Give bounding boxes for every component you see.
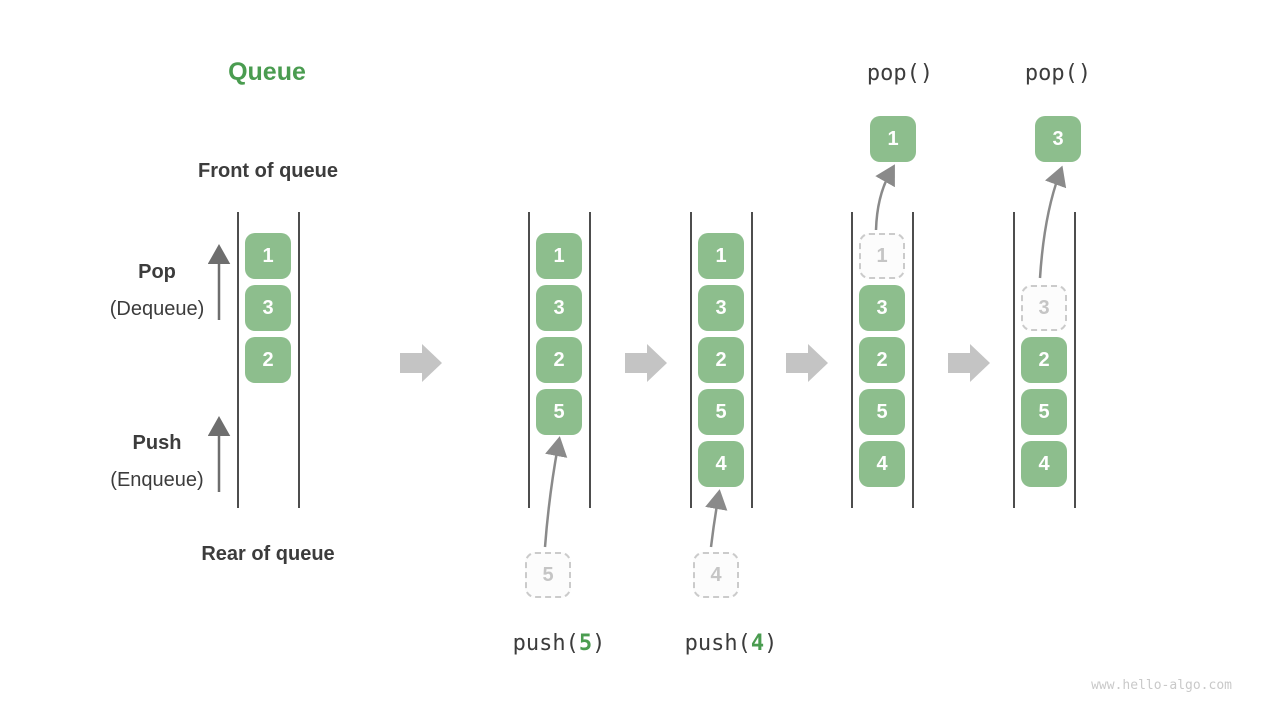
queue-item-removed: 1 [859,233,905,279]
queue-item: 2 [859,337,905,383]
push-call-label: push(5) [489,631,629,656]
front-of-queue-label: Front of queue [198,160,338,182]
popped-value-box: 1 [870,116,916,162]
push-label: Push [132,432,182,454]
pop-call-label: pop() [866,61,934,86]
queue-item: 3 [245,285,291,331]
push-call-text: ) [592,631,606,656]
flow-arrow-icon [948,344,990,382]
queue-state-4: 1 3 2 5 4 [851,212,914,508]
queue-state-1: 1 3 2 [237,212,300,508]
queue-item: 4 [859,441,905,487]
queue-state-2: 1 3 2 5 [528,212,591,508]
rear-of-queue-label: Rear of queue [201,543,335,565]
queue-wall [528,212,530,508]
queue-item: 5 [1021,389,1067,435]
queue-state-5: 3 2 5 4 [1013,212,1076,508]
queue-item: 3 [859,285,905,331]
queue-item: 1 [245,233,291,279]
queue-item: 3 [536,285,582,331]
pending-push-box: 4 [693,552,739,598]
push-call-text: push( [512,631,579,656]
diagram-title: Queue [228,58,306,86]
queue-item: 2 [245,337,291,383]
dequeue-label: (Dequeue) [109,298,205,320]
queue-state-3: 1 3 2 5 4 [690,212,753,508]
pop-call-label: pop() [1024,61,1092,86]
watermark: www.hello-algo.com [1091,678,1232,693]
popped-value-box: 3 [1035,116,1081,162]
queue-wall [1013,212,1015,508]
queue-item: 1 [536,233,582,279]
push-call-arg: 4 [750,631,765,656]
flow-arrow-icon [400,344,442,382]
queue-wall [1074,212,1076,508]
queue-item: 2 [536,337,582,383]
queue-item: 3 [698,285,744,331]
queue-wall [751,212,753,508]
queue-item: 5 [536,389,582,435]
flow-arrow-icon [786,344,828,382]
push-call-arg: 5 [578,631,593,656]
queue-item: 1 [698,233,744,279]
enqueue-label: (Enqueue) [110,469,204,491]
queue-item: 4 [1021,441,1067,487]
queue-wall [237,212,239,508]
queue-item: 2 [698,337,744,383]
queue-item: 4 [698,441,744,487]
flow-arrow-icon [625,344,667,382]
queue-wall [298,212,300,508]
pending-push-box: 5 [525,552,571,598]
queue-wall [589,212,591,508]
queue-wall [851,212,853,508]
queue-wall [912,212,914,508]
queue-item: 2 [1021,337,1067,383]
queue-wall [690,212,692,508]
push-call-text: push( [684,631,751,656]
queue-item: 5 [859,389,905,435]
push-call-label: push(4) [661,631,801,656]
pop-label: Pop [138,261,176,283]
queue-item-removed: 3 [1021,285,1067,331]
push-call-text: ) [764,631,778,656]
queue-item: 5 [698,389,744,435]
